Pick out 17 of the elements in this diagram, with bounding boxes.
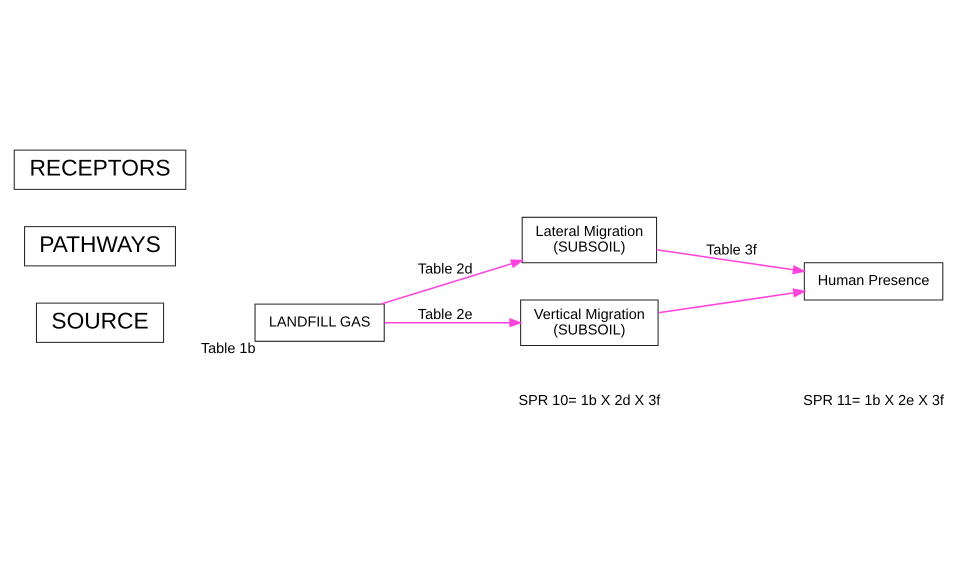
edge-label: Table 3f	[706, 242, 756, 259]
edge-label: Table 2d	[417, 261, 472, 278]
label: SPR 10= 1b X 2d X 3f	[518, 393, 660, 410]
arrow	[656, 248, 806, 274]
arrow	[380, 259, 524, 305]
label: SPR 11= 1b X 2e X 3f	[802, 393, 944, 410]
node-label: Table 1b	[200, 340, 255, 357]
node-box: Lateral Migration (SUBSOIL)	[521, 216, 657, 264]
node-box: PATHWAYS	[24, 226, 176, 266]
edge-label: Table 2e	[417, 306, 472, 323]
node-box: Vertical Migration (SUBSOIL)	[520, 299, 658, 346]
arrow	[658, 288, 806, 314]
arrow	[384, 318, 522, 328]
node-box: SOURCE	[35, 302, 164, 343]
node-box: LANDFILL GAS	[254, 304, 384, 342]
node-box: RECEPTORS	[13, 150, 186, 190]
node-box: Human Presence	[803, 262, 943, 300]
